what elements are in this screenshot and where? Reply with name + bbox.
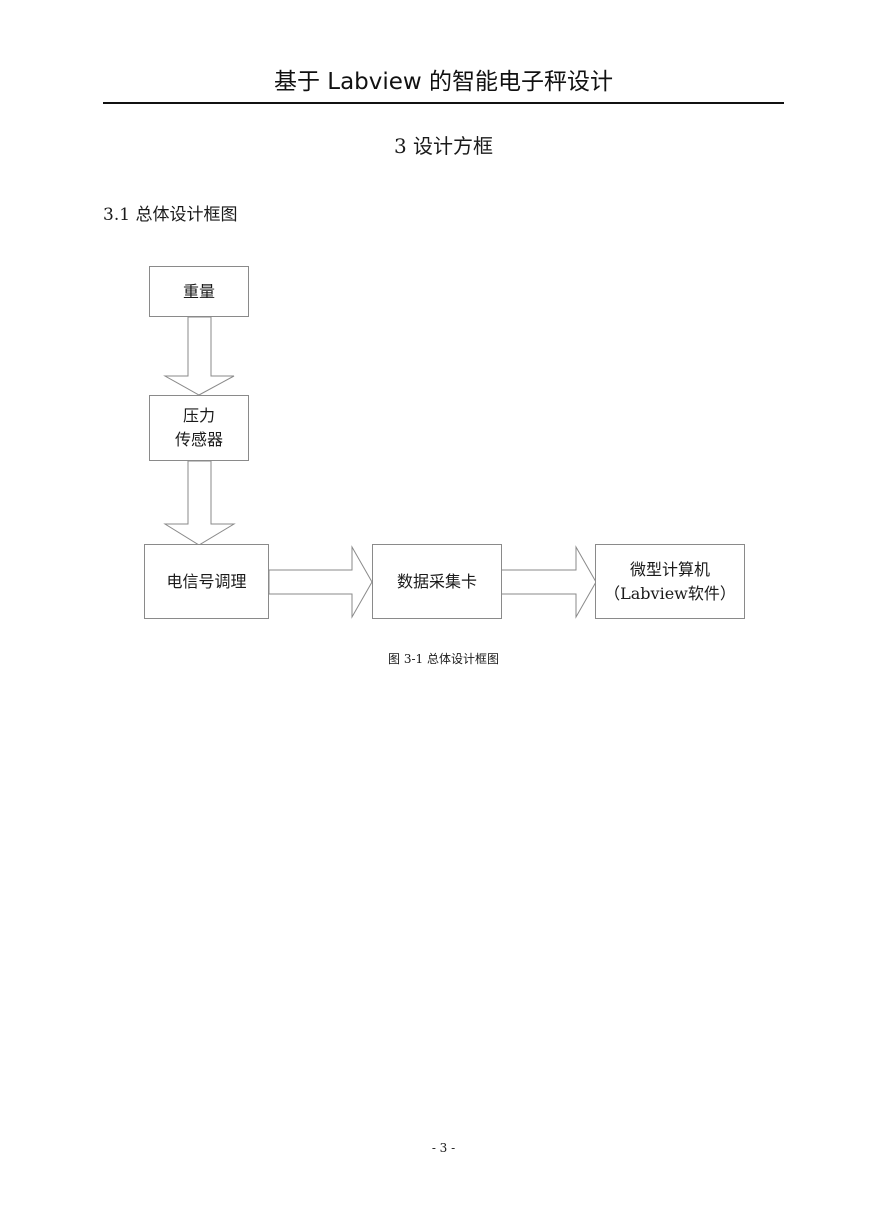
running-header-title: 基于 Labview 的智能电子秤设计 (273, 69, 614, 95)
figure-caption: 图 3-1 总体设计框图 (388, 652, 499, 666)
arrow-sensor-to-conditioning (163, 460, 236, 546)
arrow-conditioning-to-daq (268, 545, 373, 619)
block-microcomputer-label-line2: （Labview软件） (604, 583, 736, 603)
arrow-weight-to-sensor (163, 316, 235, 396)
block-signal-conditioning: 电信号调理 (144, 544, 269, 619)
block-data-acquisition-card: 数据采集卡 (372, 544, 502, 619)
block-microcomputer-label-line1: 微型计算机 (629, 559, 710, 579)
block-weight-label: 重量 (182, 281, 215, 301)
block-pressure-sensor-label-line1: 压力 (182, 406, 215, 425)
block-microcomputer: 微型计算机 （Labview软件） (595, 544, 745, 619)
block-signal-conditioning-label: 电信号调理 (166, 571, 247, 591)
block-pressure-sensor-label-line2: 传感器 (174, 430, 223, 449)
block-data-acquisition-card-label: 数据采集卡 (396, 571, 477, 591)
page-number: - 3 - (431, 1141, 456, 1155)
chapter-title: 3 设计方框 (393, 134, 494, 158)
block-weight: 重量 (149, 266, 249, 317)
header-rule (103, 102, 784, 104)
block-pressure-sensor: 压力 传感器 (149, 395, 249, 461)
arrow-daq-to-computer (500, 545, 597, 619)
section-title: 3.1 总体设计框图 (103, 205, 238, 225)
